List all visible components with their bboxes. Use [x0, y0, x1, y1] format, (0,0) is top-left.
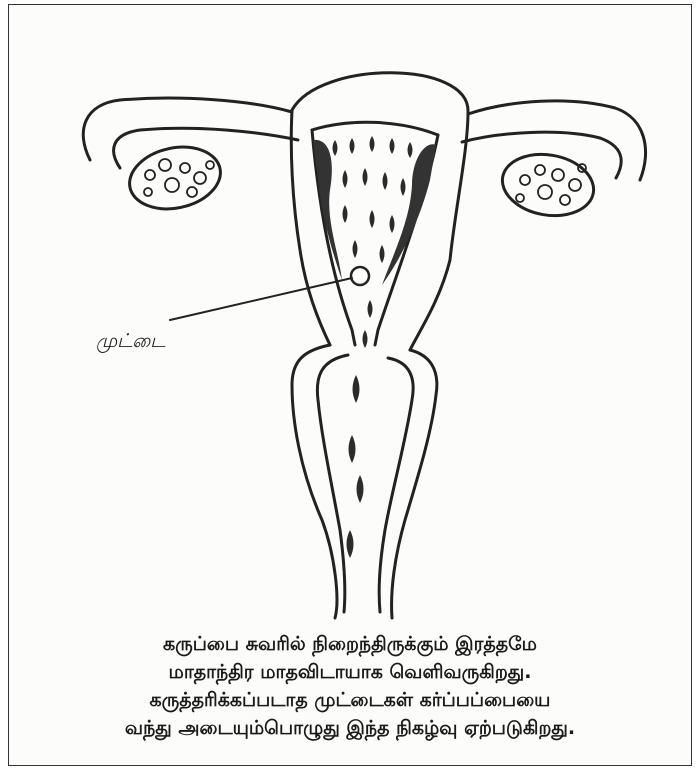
blood-drop	[347, 530, 354, 558]
uterine-cavity-top	[312, 122, 438, 135]
blood-drop	[383, 172, 388, 190]
caption-line: மாதாந்திர மாதவிடாயாக வெளிவருகிறது.	[0, 658, 700, 686]
follicle	[144, 188, 152, 196]
blood-drop	[343, 170, 348, 188]
follicle	[560, 195, 570, 205]
uterus-outer-outline	[292, 73, 468, 350]
follicle	[516, 194, 524, 202]
follicle	[187, 187, 197, 197]
caption-line: வந்து அடையும்பொழுது இந்த நிகழ்வு ஏற்படுக…	[0, 714, 700, 742]
blood-drop	[333, 140, 338, 156]
endometrium-right	[382, 144, 436, 285]
blood-drop	[349, 435, 356, 463]
blood-drop	[390, 215, 395, 233]
blood-drop	[363, 168, 368, 186]
follicle	[552, 169, 564, 181]
blood-drop	[350, 138, 355, 154]
follicle	[535, 165, 545, 175]
blood-drop	[357, 475, 364, 503]
caption-line: கருத்தரிக்கப்படாத முட்டைகள் கர்ப்பப்பையை	[0, 686, 700, 714]
egg-pointer-line	[170, 278, 352, 320]
endometrium-left	[313, 140, 342, 280]
blood-drop	[343, 205, 348, 223]
follicle	[159, 159, 171, 171]
egg	[351, 267, 369, 285]
blood-drop	[401, 178, 406, 196]
egg-label: முட்டை	[96, 330, 165, 355]
follicle	[194, 172, 206, 184]
caption: கருப்பை சுவரில் நிறைந்திருக்கும் இரத்தமே…	[0, 630, 700, 742]
blood-drop	[353, 375, 360, 403]
follicle	[165, 178, 179, 192]
caption-line: கருப்பை சுவரில் நிறைந்திருக்கும் இரத்தமே	[0, 630, 700, 658]
blood-drop	[380, 245, 385, 263]
follicle	[145, 170, 155, 180]
blood-drop	[363, 330, 368, 348]
follicle	[538, 185, 552, 199]
vagina-inner-left	[317, 355, 348, 612]
follicle	[206, 161, 214, 169]
blood-drop	[390, 138, 395, 154]
follicle	[180, 163, 190, 173]
blood-drop	[353, 240, 358, 258]
follicle	[520, 175, 530, 185]
blood-drop	[408, 142, 413, 158]
blood-drop	[368, 300, 373, 318]
blood-drop	[370, 136, 375, 152]
vagina-inner-right	[379, 358, 413, 612]
blood-drop	[370, 210, 375, 228]
follicle	[569, 179, 581, 191]
